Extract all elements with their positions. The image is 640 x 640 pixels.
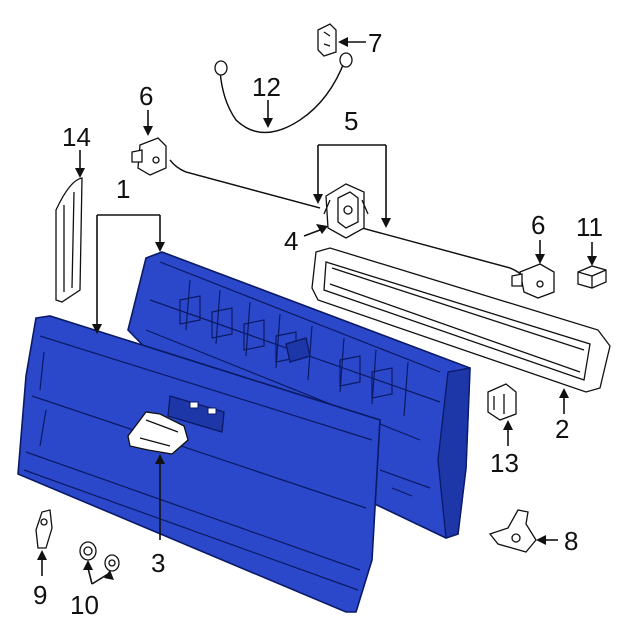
callout-1: 1 [116, 174, 130, 204]
leader-lines [37, 37, 597, 585]
callout-10: 10 [70, 590, 99, 620]
callout-8: 8 [564, 526, 578, 556]
part-1-tailgate-outer [17, 315, 381, 613]
part-13-bracket [487, 383, 517, 421]
part-11-block [577, 265, 607, 289]
part-10-bushings [79, 541, 120, 572]
part-6-latch-right [511, 263, 555, 299]
callout-7: 7 [368, 28, 382, 58]
callout-6-left: 6 [139, 81, 153, 111]
callout-5: 5 [344, 106, 358, 136]
part-12-cable [214, 52, 353, 133]
callout-12: 12 [252, 72, 281, 102]
callout-6-right: 6 [531, 210, 545, 240]
part-2-panel [311, 247, 611, 393]
callout-9: 9 [33, 580, 47, 610]
callout-11: 11 [576, 212, 603, 242]
callout-labels: 1 2 3 4 5 6 6 7 8 9 10 11 12 13 14 [33, 28, 603, 620]
callout-3: 3 [151, 548, 165, 578]
part-8-hinge [488, 509, 537, 553]
part-7-clip [317, 23, 337, 57]
part-9-bolt [35, 509, 53, 549]
part-4-mechanism [323, 183, 369, 239]
part-14-trim [55, 177, 83, 303]
callout-14: 14 [62, 122, 91, 152]
callout-2: 2 [555, 414, 569, 444]
part-3-handle [127, 411, 189, 455]
callout-4: 4 [284, 226, 298, 256]
callout-13: 13 [490, 448, 519, 478]
part-6-latch-left [131, 137, 167, 176]
